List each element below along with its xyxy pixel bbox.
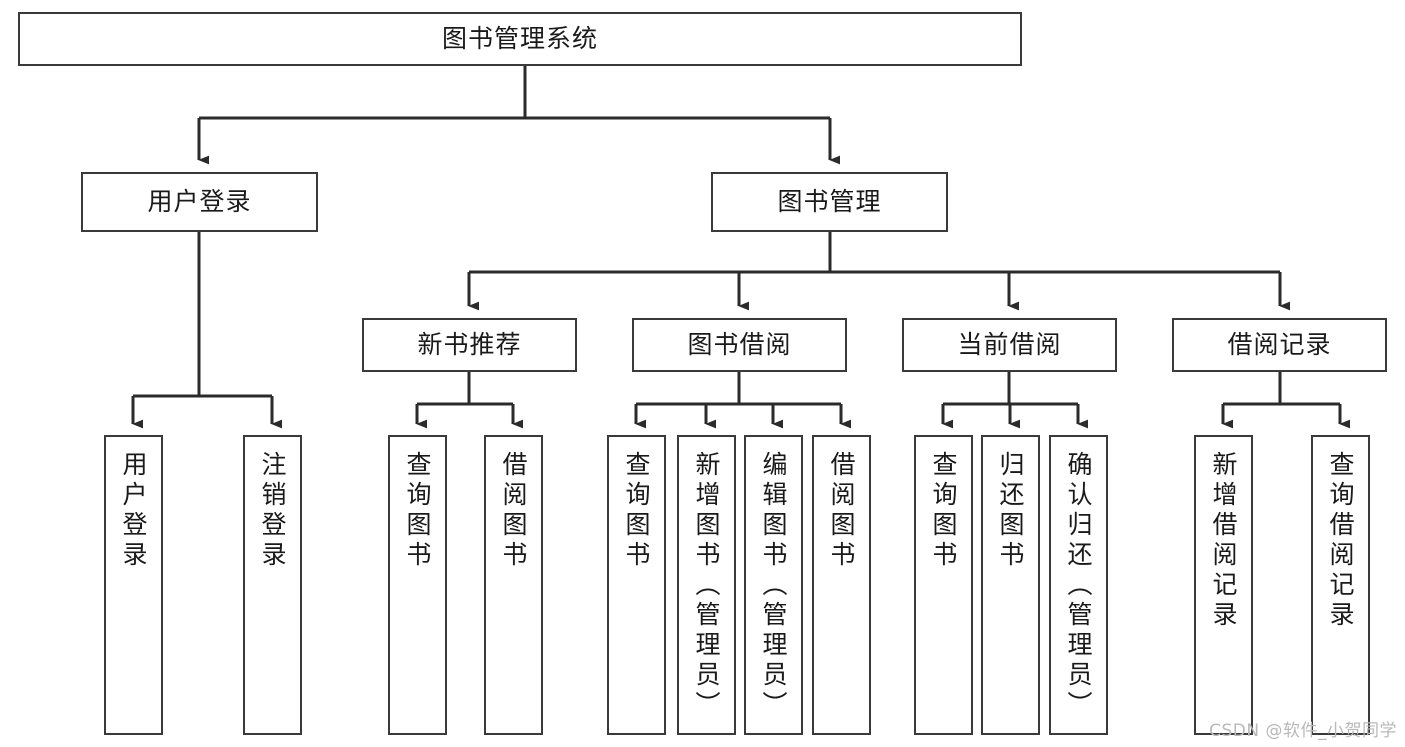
node-book-borrow[interactable]: 图书借阅 xyxy=(632,318,847,372)
node-leaf-query-book-2[interactable]: 查询图书 xyxy=(607,435,666,735)
node-root-system[interactable]: 图书管理系统 xyxy=(18,12,1022,66)
node-leaf-query-borrow-record[interactable]: 查询借阅记录 xyxy=(1311,435,1370,735)
node-leaf-borrow-book-1-label: 借阅图书 xyxy=(499,451,528,571)
node-leaf-confirm-return[interactable]: 确认归还（管理员） xyxy=(1049,435,1108,735)
node-leaf-add-book[interactable]: 新增图书（管理员） xyxy=(677,435,736,735)
csdn-watermark: CSDN @软件_小贺同学 xyxy=(1209,721,1397,741)
node-leaf-query-book-1[interactable]: 查询图书 xyxy=(388,435,447,735)
node-leaf-query-book-3-label: 查询图书 xyxy=(929,451,958,571)
node-leaf-add-borrow-record[interactable]: 新增借阅记录 xyxy=(1194,435,1253,735)
node-leaf-user-login-label: 用户登录 xyxy=(119,451,148,571)
node-leaf-add-book-label: 新增图书（管理员） xyxy=(692,451,721,721)
node-leaf-logout-login[interactable]: 注销登录 xyxy=(243,435,302,735)
node-leaf-return-book-label: 归还图书 xyxy=(996,451,1025,571)
node-new-book-recommend[interactable]: 新书推荐 xyxy=(362,318,577,372)
node-root-system-label: 图书管理系统 xyxy=(441,23,598,53)
node-user-login-label: 用户登录 xyxy=(147,186,252,216)
node-current-borrow[interactable]: 当前借阅 xyxy=(902,318,1117,372)
node-leaf-query-book-2-label: 查询图书 xyxy=(622,451,651,571)
node-book-management[interactable]: 图书管理 xyxy=(711,172,948,232)
node-book-borrow-label: 图书借阅 xyxy=(687,329,792,359)
node-borrow-record-label: 借阅记录 xyxy=(1227,329,1332,359)
node-new-book-recommend-label: 新书推荐 xyxy=(417,329,522,359)
node-leaf-query-book-3[interactable]: 查询图书 xyxy=(914,435,973,735)
node-leaf-edit-book[interactable]: 编辑图书（管理员） xyxy=(744,435,803,735)
node-book-management-label: 图书管理 xyxy=(777,186,882,216)
node-leaf-borrow-book-2[interactable]: 借阅图书 xyxy=(812,435,871,735)
node-leaf-logout-login-label: 注销登录 xyxy=(258,451,287,571)
node-leaf-add-borrow-record-label: 新增借阅记录 xyxy=(1209,451,1238,631)
node-user-login[interactable]: 用户登录 xyxy=(81,172,318,232)
node-leaf-edit-book-label: 编辑图书（管理员） xyxy=(759,451,788,721)
node-leaf-borrow-book-1[interactable]: 借阅图书 xyxy=(484,435,543,735)
node-leaf-confirm-return-label: 确认归还（管理员） xyxy=(1064,451,1093,721)
node-current-borrow-label: 当前借阅 xyxy=(957,329,1062,359)
node-leaf-user-login[interactable]: 用户登录 xyxy=(104,435,163,735)
node-borrow-record[interactable]: 借阅记录 xyxy=(1172,318,1387,372)
node-leaf-borrow-book-2-label: 借阅图书 xyxy=(827,451,856,571)
node-leaf-query-book-1-label: 查询图书 xyxy=(403,451,432,571)
node-leaf-query-borrow-record-label: 查询借阅记录 xyxy=(1326,451,1355,631)
node-leaf-return-book[interactable]: 归还图书 xyxy=(981,435,1040,735)
